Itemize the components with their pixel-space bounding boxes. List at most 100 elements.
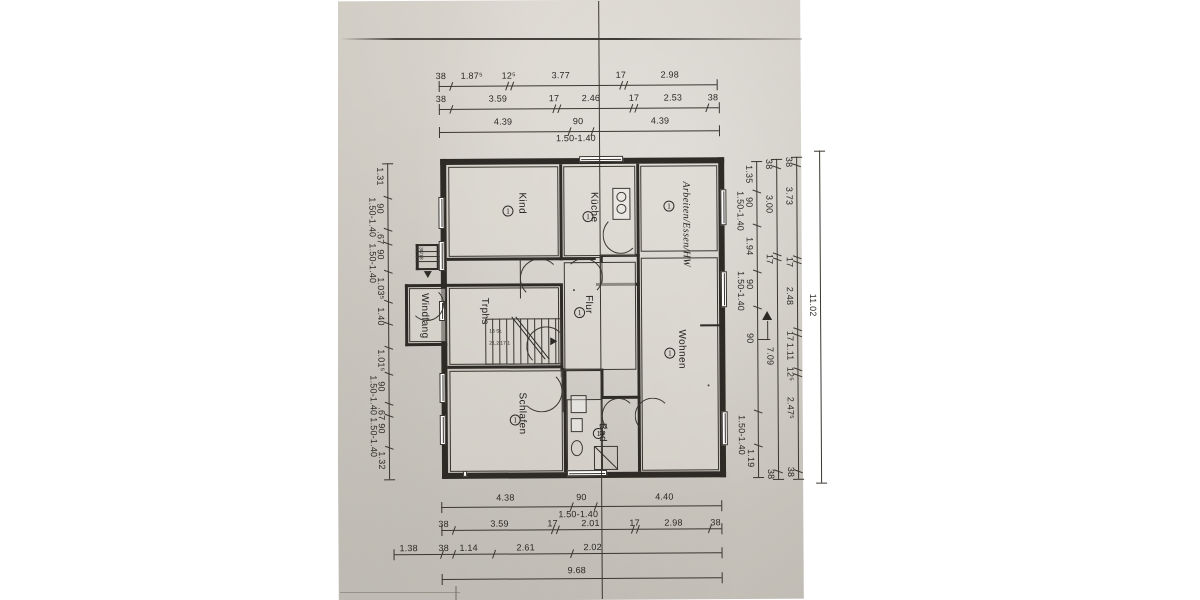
dim-bot2-4: 17 — [629, 517, 640, 528]
dim-right3-4: 17 — [785, 330, 796, 342]
dim-right3-6: 12⁵ — [785, 366, 796, 382]
dim-top3-1: 90 — [572, 116, 584, 127]
dim-top2-4: 17 — [628, 92, 640, 103]
room-label-arbeiten: Arbeiten/Essen/HW — [680, 181, 692, 268]
window-bottom-schlafen — [463, 470, 468, 477]
window-left-schlafen-2 — [439, 414, 446, 445]
dim-right-total: 11.02 — [807, 293, 819, 317]
dim-right3-2: 17 — [784, 256, 795, 268]
room-marker-kind: 1 — [502, 205, 514, 217]
window-right-arbeiten — [720, 189, 727, 226]
dim-left-5: 1.40 — [376, 307, 387, 326]
dim-right1-3: 90 — [744, 279, 755, 290]
dim-left-6: 1.01⁵ — [376, 349, 387, 372]
dim-left-0: 1.31 — [375, 167, 386, 186]
dim-bot1-0: 4.38 — [496, 492, 515, 503]
dim-top1-0: 38 — [435, 70, 447, 81]
dim-bot3-0: 1.38 — [399, 543, 418, 554]
dim-bot2-3: 2.01 — [581, 518, 600, 529]
dim-top2-2: 17 — [548, 93, 560, 104]
dim-top1-4: 17 — [615, 69, 627, 80]
room-marker-wohnen: 1 — [664, 347, 676, 359]
dim-top2-1: 3.59 — [488, 93, 508, 104]
dim-top1-2: 12⁵ — [501, 70, 517, 81]
dim-right1-note-1: 1.50-1.40 — [735, 271, 747, 312]
room-marker-arbeiten: 1 — [663, 200, 675, 212]
dim-right1-1: 90 — [744, 197, 755, 208]
door-arbeiten — [602, 215, 639, 254]
dim-right2-4: 38 — [766, 468, 777, 480]
dim-top1-3: 3.77 — [551, 70, 570, 81]
room-marker-kueche: 1 — [582, 211, 594, 223]
dim-bot2-2: 17 — [547, 518, 558, 529]
window-left-schlafen-1 — [439, 372, 446, 403]
toilet-icon — [570, 440, 583, 457]
entry-arrow-icon — [762, 310, 773, 321]
sink-icon — [570, 418, 583, 433]
room-label-wohnen: Wohnen — [676, 329, 688, 370]
dim-right3-1: 3.73 — [784, 186, 795, 206]
letterbox-left — [0, 0, 338, 600]
dim-left-4: 1.03⁵ — [375, 277, 386, 300]
stair-steps-note: 18 St. — [489, 328, 503, 335]
dim-bot2-6: 38 — [710, 517, 721, 528]
dim-bot2-0: 38 — [438, 518, 449, 529]
dim-bot3-3: 2.61 — [516, 542, 535, 553]
dim-right1-0: 1.35 — [744, 165, 755, 184]
dim-right3-5: 1.11 — [785, 342, 796, 361]
dim-right1-note-0: 1.50-1.40 — [735, 191, 746, 232]
dim-right1-5: 1.19 — [745, 449, 757, 468]
dim-top2-6: 38 — [707, 92, 719, 103]
door-kueche — [564, 257, 603, 297]
dim-right3-8: 38 — [786, 466, 797, 478]
dim-top2-3: 2.46 — [581, 92, 601, 104]
window-left-kind-1 — [438, 196, 445, 229]
dim-top2-5: 2.53 — [663, 92, 683, 103]
dim-right2-1: 3.00 — [764, 194, 775, 214]
dim-bot3-4: 2.02 — [583, 541, 602, 553]
sheet-bottom-mark — [455, 586, 457, 600]
window-right-wohnen-2 — [721, 411, 728, 446]
wohnen-wall-element — [700, 324, 723, 327]
dim-right3-7: 2.47⁵ — [785, 396, 796, 420]
burner-icon-1 — [616, 191, 627, 202]
sheet-bottom-edge — [340, 592, 460, 593]
room-marker-schlafen: 1 — [509, 414, 521, 426]
door-windfang — [409, 286, 445, 322]
dim-bot2-1: 3.59 — [490, 518, 509, 529]
dim-top3-note: 1.50-1.40 — [555, 133, 596, 144]
dim-right2-2: 17 — [764, 253, 775, 265]
room-marker-flur: 1 — [574, 307, 586, 319]
dim-bot3-1: 38 — [438, 542, 449, 553]
stair-riser-note: 21,2/17,1 — [489, 340, 511, 347]
door-wohnen — [634, 397, 671, 434]
dim-right3-0: 38 — [784, 156, 795, 168]
dim-bot3-2: 1.14 — [459, 542, 478, 553]
dim-top2-0: 38 — [435, 93, 447, 104]
dim-right2-3: 7.09 — [765, 346, 776, 366]
room-arbeiten — [640, 165, 718, 252]
dim-right2-0: 38 — [764, 158, 775, 170]
door-schlafen — [520, 370, 563, 413]
dim-right1-4: 90 — [745, 333, 756, 344]
dim-bot1-1: 90 — [576, 492, 587, 503]
burner-icon-2 — [616, 203, 627, 214]
dim-top3-2: 4.39 — [650, 115, 670, 126]
dim-bottom-total: 9.68 — [567, 565, 587, 576]
letterbox-right — [862, 0, 1200, 600]
dim-top1-5: 2.98 — [660, 69, 679, 80]
dim-bot1-2: 4.40 — [655, 491, 674, 502]
dim-right1-2: 1.94 — [744, 237, 755, 256]
dim-left-10: 1.32 — [376, 451, 388, 470]
dim-top3-0: 4.39 — [493, 116, 513, 127]
dim-top1-1: 1.87⁵ — [460, 70, 483, 81]
dim-bot2-5: 2.98 — [664, 517, 683, 528]
bathtub-icon — [570, 395, 587, 414]
door-kind — [519, 258, 560, 299]
room-label-kind: Kind — [516, 192, 528, 215]
dim-right3-3: 2.48 — [784, 286, 796, 306]
window-right-wohnen-1 — [720, 271, 728, 308]
window-top-kueche — [579, 155, 624, 163]
sheet-fold-edge — [340, 38, 802, 40]
